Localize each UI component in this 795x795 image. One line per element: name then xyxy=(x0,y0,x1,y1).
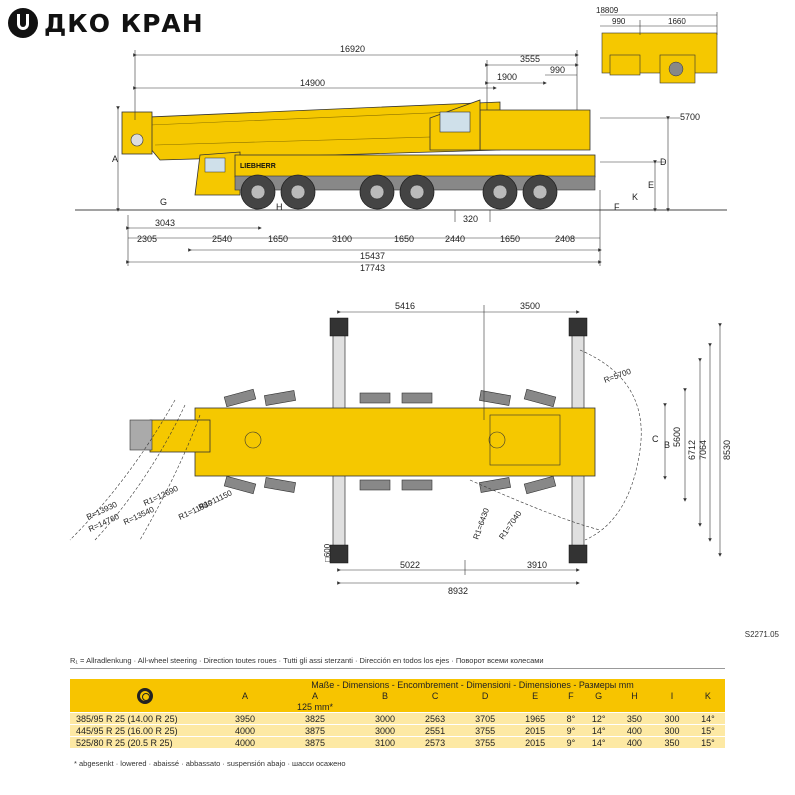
table-title-row: Maße - Dimensions - Encombrement - Dimen… xyxy=(70,679,725,713)
svg-text:1650: 1650 xyxy=(268,234,288,244)
top-view: 5416 3500 5022 3910 8932 5600 6712 7064 … xyxy=(69,301,732,596)
svg-text:990: 990 xyxy=(550,65,565,75)
svg-text:5022: 5022 xyxy=(400,560,420,570)
svg-text:320: 320 xyxy=(463,214,478,224)
svg-text:G: G xyxy=(160,197,167,207)
brand-name: ДКО КРАН xyxy=(44,8,204,38)
tire-icon xyxy=(137,687,153,704)
svg-text:3910: 3910 xyxy=(527,560,547,570)
svg-text:5600: 5600 xyxy=(672,427,682,447)
svg-text:2408: 2408 xyxy=(555,234,575,244)
svg-text:R1=11980: R1=11980 xyxy=(177,498,214,522)
svg-text:K: K xyxy=(632,192,638,202)
svg-text:8530: 8530 xyxy=(722,440,732,460)
svg-text:R=5700: R=5700 xyxy=(603,367,633,385)
svg-text:C: C xyxy=(652,434,659,444)
svg-text:17743: 17743 xyxy=(360,263,385,273)
svg-text:R1=7040: R1=7040 xyxy=(497,509,523,541)
svg-text:15437: 15437 xyxy=(360,251,385,261)
logo-badge-icon xyxy=(8,8,38,38)
svg-text:H: H xyxy=(276,202,283,212)
brand-on-crane: LIEBHERR xyxy=(240,163,276,170)
svg-text:2440: 2440 xyxy=(445,234,465,244)
chassis xyxy=(234,154,596,178)
dimension-table: Maße - Dimensions - Encombrement - Dimen… xyxy=(70,679,725,748)
top-wheels xyxy=(223,388,557,495)
inset-rear-view: 18809 990 1660 xyxy=(596,6,718,84)
footnote: * abgesenkt · lowered · abaissé · abbass… xyxy=(74,759,346,768)
svg-text:1650: 1650 xyxy=(394,234,414,244)
svg-text:3100: 3100 xyxy=(332,234,352,244)
svg-text:7064: 7064 xyxy=(698,440,708,460)
svg-text:5416: 5416 xyxy=(395,301,415,311)
side-wheels xyxy=(240,174,558,210)
drawing-code: S2271.05 xyxy=(744,630,779,639)
svg-text:3043: 3043 xyxy=(155,218,175,228)
svg-text:1660: 1660 xyxy=(668,17,686,26)
outrigger-pads xyxy=(329,317,588,564)
svg-text:R=13540: R=13540 xyxy=(122,505,156,527)
svg-text:3555: 3555 xyxy=(520,54,540,64)
svg-text:6712: 6712 xyxy=(687,440,697,460)
svg-text:1650: 1650 xyxy=(500,234,520,244)
table-title: Maße - Dimensions - Encombrement - Dimen… xyxy=(220,679,725,690)
legend-text: R₁ = Allradlenkung · All-wheel steering … xyxy=(70,656,544,665)
svg-text:5700: 5700 xyxy=(680,112,700,122)
svg-text:R1=6430: R1=6430 xyxy=(471,506,491,540)
turning-radius-arcs xyxy=(69,349,642,541)
svg-text:D: D xyxy=(660,157,667,167)
side-dimension-labels: 16920 14900 3555 990 1900 5700 3043 2305… xyxy=(137,44,700,273)
lowered-note: 125 mm* xyxy=(270,701,361,713)
side-view: LIEBHERR xyxy=(75,44,727,273)
svg-text:1900: 1900 xyxy=(497,72,517,82)
svg-text:16920: 16920 xyxy=(340,44,365,54)
svg-text:F: F xyxy=(614,202,620,212)
superstructure xyxy=(479,109,591,151)
top-dimension-labels: 5416 3500 5022 3910 8932 5600 6712 7064 … xyxy=(395,301,732,596)
svg-text:2540: 2540 xyxy=(212,234,232,244)
svg-text:2305: 2305 xyxy=(137,234,157,244)
table-header-row: A A B C D E F G H I K xyxy=(70,690,725,701)
svg-text:18809: 18809 xyxy=(596,6,619,15)
side-letter-labels: A D E G H F K xyxy=(112,154,667,212)
svg-text:R1=12690: R1=12690 xyxy=(142,484,180,508)
outrigger-pad-label: □600 xyxy=(323,543,332,562)
svg-text:3500: 3500 xyxy=(520,301,540,311)
svg-text:E: E xyxy=(648,180,654,190)
svg-text:A: A xyxy=(112,154,118,164)
svg-text:B: B xyxy=(664,440,670,450)
svg-text:8932: 8932 xyxy=(448,586,468,596)
svg-text:990: 990 xyxy=(612,17,626,26)
steering-legend: R₁ = Allradlenkung · All-wheel steering … xyxy=(70,656,725,669)
brand-logo: ДКО КРАН xyxy=(8,8,204,38)
svg-text:14900: 14900 xyxy=(300,78,325,88)
